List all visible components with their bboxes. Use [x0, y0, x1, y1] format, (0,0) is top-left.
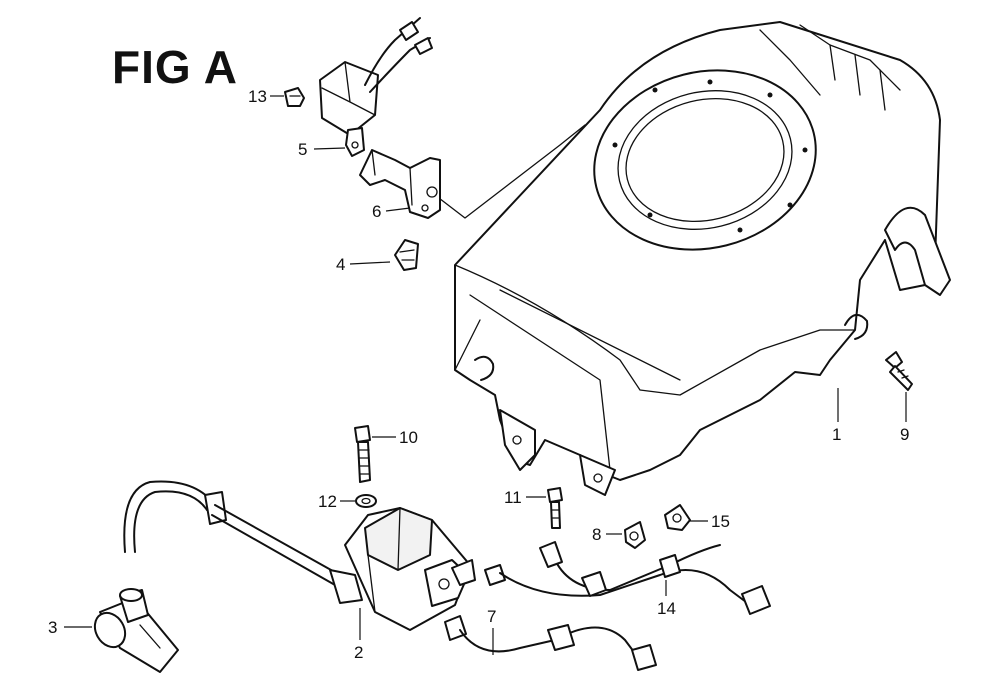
callout-15: 15: [690, 512, 730, 531]
svg-text:8: 8: [592, 525, 601, 544]
callout-3: 3: [48, 618, 92, 637]
spark-plug-cap-3-part: [93, 588, 179, 673]
callout-12: 12: [318, 492, 355, 511]
bolt-10-part: [354, 425, 371, 483]
bolt-13-part: [284, 87, 305, 107]
callout-10: 10: [372, 428, 418, 447]
svg-text:15: 15: [711, 512, 730, 531]
svg-text:5: 5: [298, 140, 307, 159]
washer-12-part: [355, 494, 377, 508]
clamp-15-part: [664, 504, 691, 531]
bolt-9-part: [885, 351, 913, 391]
callout-5: 5: [298, 140, 346, 159]
svg-text:7: 7: [487, 607, 496, 626]
svg-text:10: 10: [399, 428, 418, 447]
ignition-coil-2-part: [123, 480, 476, 631]
callout-8: 8: [592, 525, 622, 544]
bracket-6-part: [359, 149, 441, 219]
callout-13: 13: [248, 87, 284, 106]
bolt-11-part: [547, 487, 563, 529]
callout-9: 9: [900, 392, 909, 444]
callout-4: 4: [336, 255, 391, 274]
svg-text:11: 11: [504, 488, 522, 507]
clamp-8-part: [624, 521, 646, 549]
svg-text:6: 6: [372, 202, 381, 221]
callout-11: 11: [504, 488, 546, 507]
figure-title: FIG A: [112, 41, 238, 93]
fan-shroud-part: [434, 21, 951, 496]
svg-text:4: 4: [336, 255, 345, 274]
wire-harness-14-part: [484, 541, 771, 615]
callout-2: 2: [354, 608, 363, 662]
callout-14: 14: [657, 580, 676, 618]
svg-text:13: 13: [248, 87, 267, 106]
svg-text:3: 3: [48, 618, 57, 637]
clip-4-part: [394, 239, 419, 271]
ignition-module-5-part: [319, 17, 433, 157]
callout-1: 1: [832, 388, 841, 444]
callout-7: 7: [487, 607, 496, 655]
svg-text:1: 1: [832, 425, 841, 444]
svg-text:9: 9: [900, 425, 909, 444]
svg-text:14: 14: [657, 599, 676, 618]
wire-7-part: [444, 615, 657, 671]
svg-text:2: 2: [354, 643, 363, 662]
svg-text:12: 12: [318, 492, 337, 511]
callout-6: 6: [372, 202, 411, 221]
